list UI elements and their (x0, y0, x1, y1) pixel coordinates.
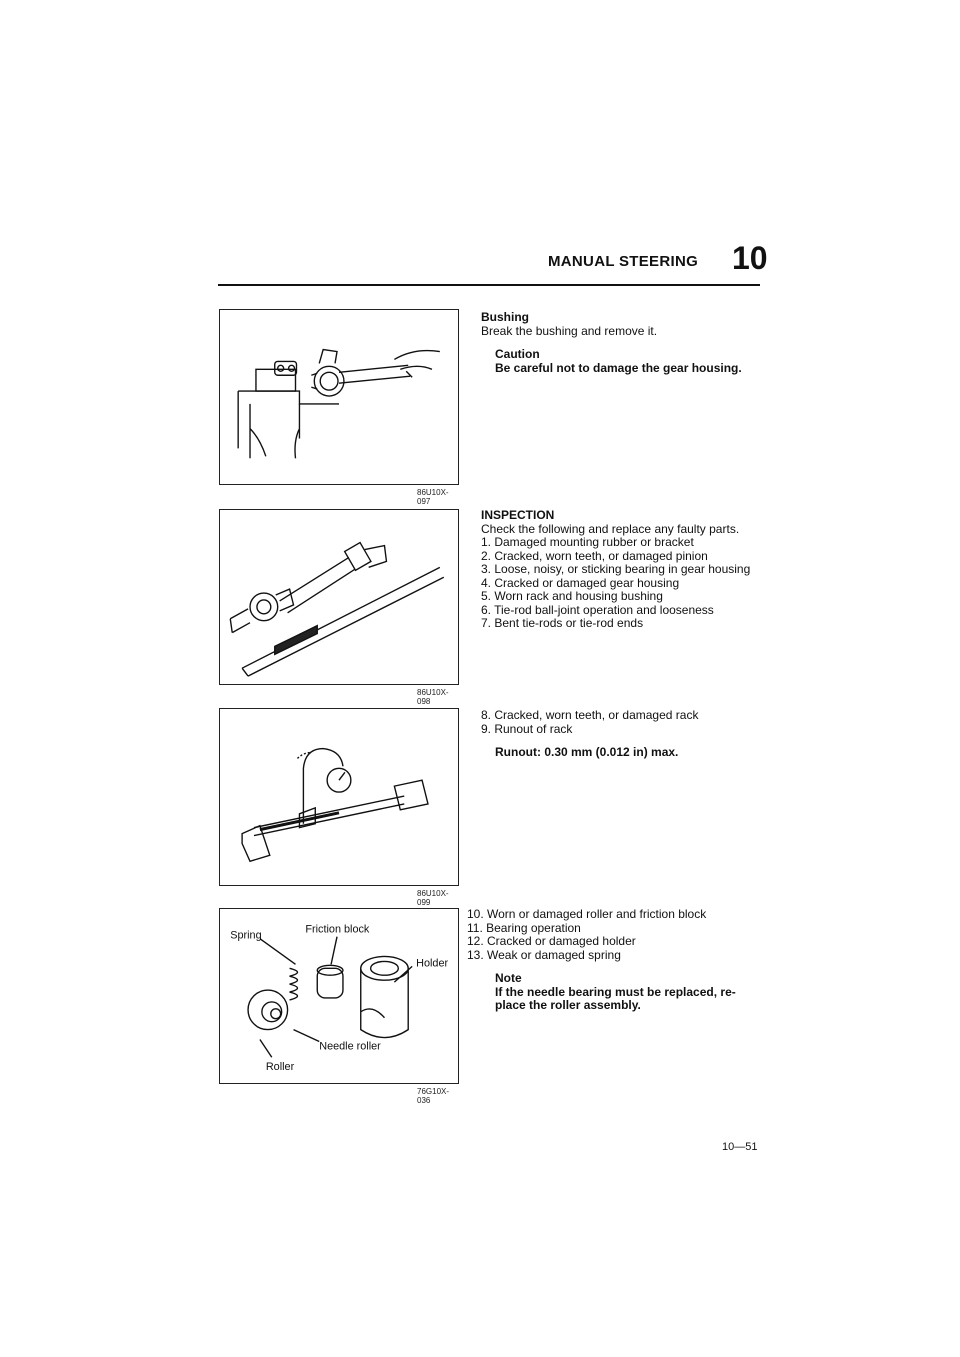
list-item: 4. Cracked or damaged gear housing (481, 575, 680, 590)
bushing-body: Break the bushing and remove it. (481, 323, 658, 338)
label-needle-roller: Needle roller (319, 1040, 381, 1052)
list-item: 7. Bent tie-rods or tie-rod ends (481, 616, 644, 630)
runout-spec: Runout: 0.30 mm (0.012 in) max. (495, 745, 679, 759)
section-rack: 8. Cracked, worn teeth, or damaged rack … (481, 708, 771, 760)
list-item: 12. Cracked or damaged holder (467, 934, 636, 948)
figure-code: 86U10X-099 (417, 889, 449, 907)
list-item: 5. Worn rack and housing bushing (481, 589, 663, 603)
figure-code: 86U10X-098 (417, 688, 449, 706)
caution-title: Caution (495, 347, 540, 361)
list-item: 11. Bearing operation (467, 920, 581, 935)
inspection-heading: INSPECTION (481, 508, 555, 522)
chapter-number: 10 (732, 240, 768, 276)
figure-code: 76G10X-036 (417, 1087, 450, 1105)
list-item: 1. Damaged mounting rubber or bracket (481, 535, 694, 549)
note-title: Note (495, 971, 522, 985)
list-item: 9. Runout of rack (481, 721, 573, 736)
section-roller: 10. Worn or damaged roller and friction … (467, 907, 757, 1013)
bushing-heading: Bushing (481, 310, 529, 324)
rack-list: 8. Cracked, worn teeth, or damaged rack … (481, 708, 771, 736)
inspection-intro: Check the following and replace any faul… (481, 521, 740, 536)
section-title: MANUAL STEERING (548, 253, 699, 270)
label-spring: Spring (230, 930, 261, 942)
caution-text: Be careful not to damage the gear housin… (495, 360, 742, 375)
note-text-line-1: If the needle bearing must be replaced, … (495, 984, 736, 999)
list-item: 10. Worn or damaged roller and friction … (467, 907, 707, 921)
section-bushing: Bushing Break the bushing and remove it.… (481, 310, 771, 375)
runout-measurement-illustration (241, 747, 429, 863)
list-item: 8. Cracked, worn teeth, or damaged rack (481, 708, 699, 722)
section-inspection: INSPECTION Check the following and repla… (481, 508, 771, 631)
figure-rack-runout: 86U10X-099 (219, 708, 459, 907)
figure-roller-assembly: Spring Friction block Holder Needle roll… (219, 908, 459, 1105)
steering-gear-illustration (229, 541, 445, 677)
roller-list: 10. Worn or damaged roller and friction … (467, 907, 757, 962)
note-text-line-2: place the roller assembly. (495, 998, 641, 1012)
page-number: 10—51 (722, 1141, 758, 1153)
bushing-removal-illustration (237, 348, 440, 459)
list-item: 6. Tie-rod ball-joint operation and loos… (481, 602, 714, 617)
list-item: 13. Weak or damaged spring (467, 947, 621, 962)
list-item: 3. Loose, noisy, or sticking bearing in … (481, 562, 751, 576)
inspection-list: 1. Damaged mounting rubber or bracket 2.… (481, 535, 771, 631)
label-holder: Holder (416, 957, 448, 969)
figure-code: 86U10X-097 (417, 488, 449, 506)
label-friction-block: Friction block (305, 924, 370, 936)
roller-assembly-illustration: Spring Friction block Holder Needle roll… (230, 924, 448, 1073)
figure-inspection-parts: 86U10X-098 (219, 509, 459, 706)
header-rule (218, 284, 760, 286)
label-roller: Roller (266, 1061, 295, 1073)
list-item: 2. Cracked, worn teeth, or damaged pinio… (481, 548, 708, 563)
figure-bushing-removal: 86U10X-097 (219, 309, 459, 506)
